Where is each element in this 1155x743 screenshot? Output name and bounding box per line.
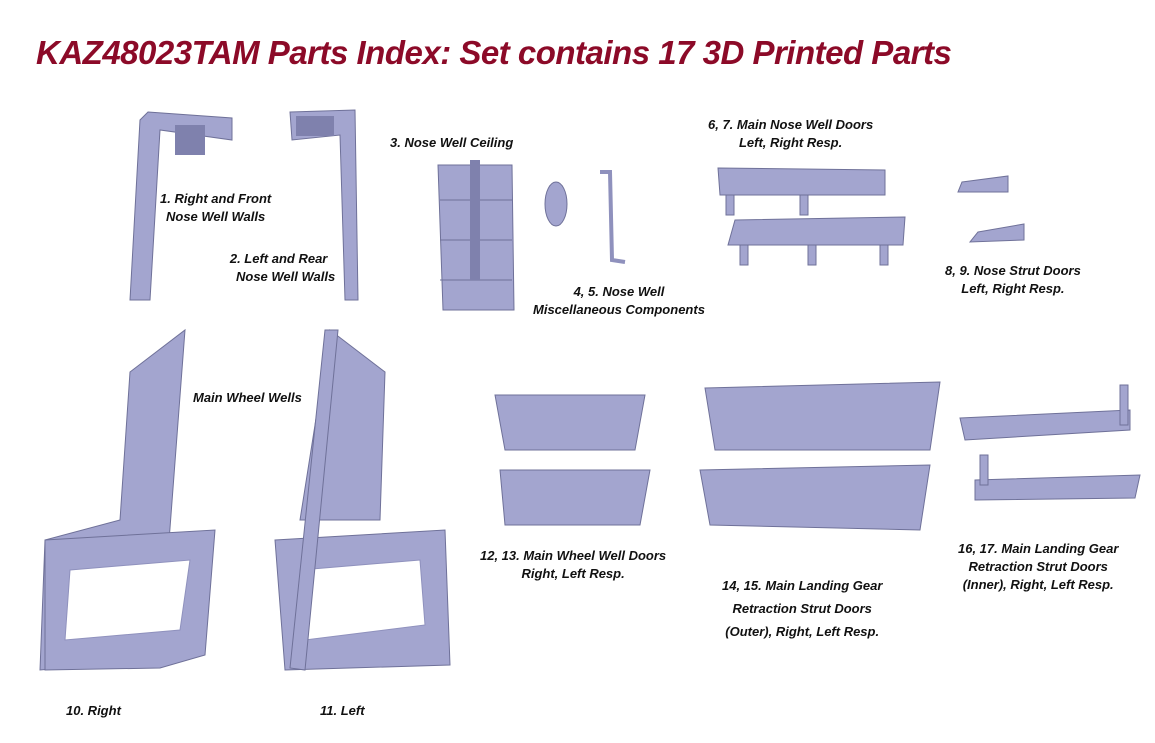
part-2-left-rear-nose-well-walls [289,109,359,301]
label-line: 1. Right and Front [160,191,272,206]
label-line: 10. Right [66,703,121,718]
part-8-9-nose-strut-doors [957,175,1025,243]
label-part-10: 10. Right [66,702,121,720]
part-14-15-main-landing-gear-strut-doors-outer [699,381,941,531]
label-line: 11. Left [320,703,365,718]
part-3-nose-well-ceiling [437,160,515,311]
label-line: 6, 7. Main Nose Well Doors [708,117,874,132]
part-4-5-nose-well-components [544,170,626,264]
part-6-7-main-nose-well-doors [717,167,906,266]
label-line: Retraction Strut Doors [968,559,1108,574]
label-line: Left, Right Resp. [738,135,843,150]
label-line: Miscellaneous Components [533,302,705,317]
label-line: 3. Nose Well Ceiling [390,135,514,150]
label-line: Nose Well Walls [165,209,266,224]
part-12-13-main-wheel-well-doors [494,394,651,526]
label-line: 8, 9. Nose Strut Doors [945,263,1081,278]
part-1-right-front-nose-well-walls [129,111,233,301]
label-line: Retraction Strut Doors [732,601,872,616]
part-10-right-main-wheel-well [39,328,216,671]
label-main-wheel-wells: Main Wheel Wells [193,389,302,407]
label-part-11: 11. Left [320,702,365,720]
label-line: 16, 17. Main Landing Gear [958,541,1119,556]
label-line: 4, 5. Nose Well [573,284,665,299]
label-line: 12, 13. Main Wheel Well Doors [480,548,667,563]
label-line: 2. Left and Rear [229,251,328,266]
label-line: Main Wheel Wells [193,390,302,405]
label-line: (Outer), Right, Left Resp. [725,624,880,639]
label-line: Nose Well Walls [236,269,336,284]
part-11-left-main-wheel-well [274,329,451,671]
label-part-3: 3. Nose Well Ceiling [390,134,513,152]
label-line: (Inner), Right, Left Resp. [962,577,1114,592]
part-16-17-main-landing-gear-strut-doors-inner [959,384,1141,501]
label-line: Left, Right Resp. [961,281,1065,296]
label-line: Right, Left Resp. [521,566,625,581]
page-title: KAZ48023TAM Parts Index: Set contains 17… [36,34,952,71]
label-line: 14, 15. Main Landing Gear [722,578,883,593]
